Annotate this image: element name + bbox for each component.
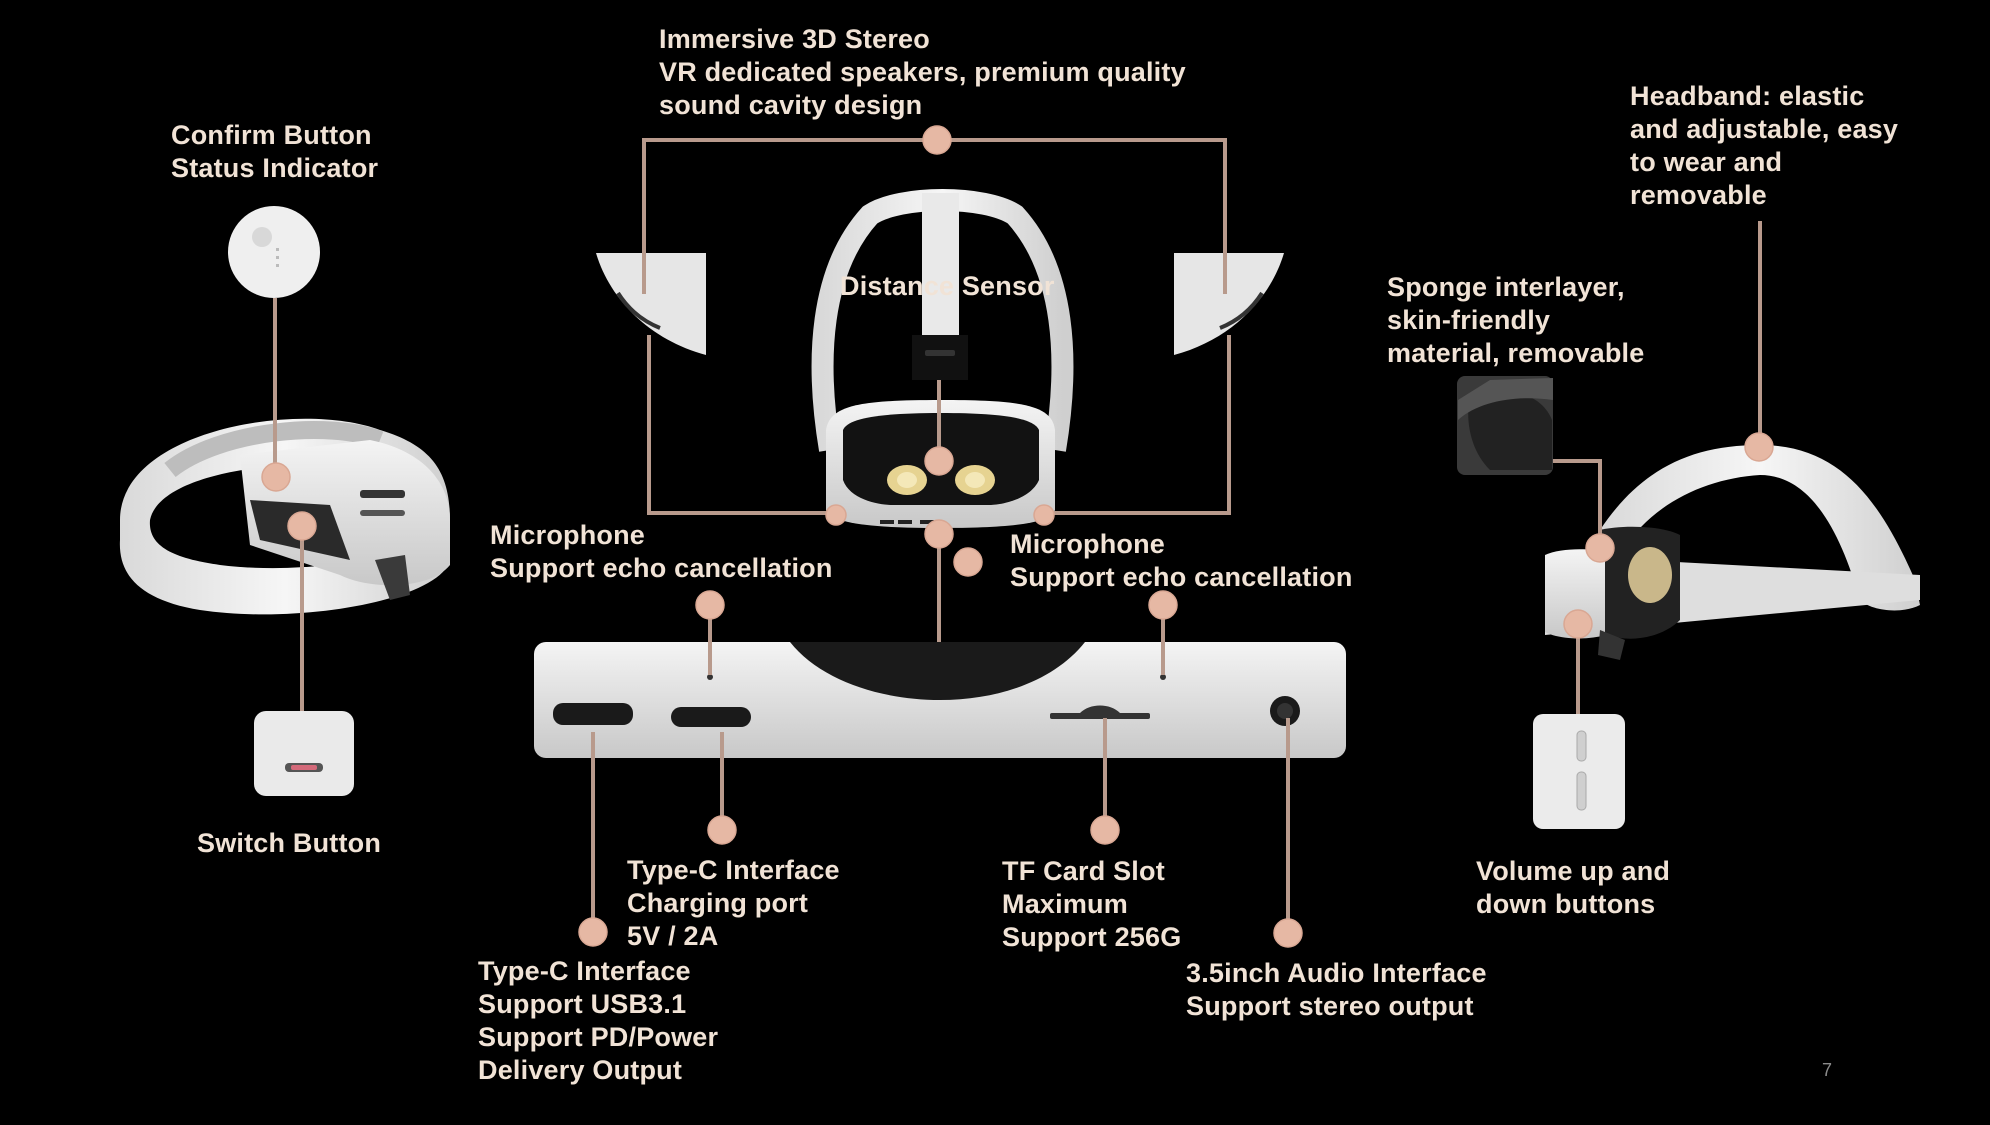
label-line: Support echo cancellation — [1010, 562, 1353, 592]
microphone-right-label: Microphone Support echo cancellation — [1010, 528, 1353, 594]
label-line: Charging port — [627, 888, 809, 918]
label-line: removable — [1630, 180, 1767, 210]
center-marker-2 — [953, 547, 983, 577]
typec-usb-marker — [578, 917, 608, 947]
sponge-label: Sponge interlayer, skin-friendly materia… — [1387, 271, 1644, 370]
speakers-label: Immersive 3D Stereo VR dedicated speaker… — [659, 23, 1186, 122]
label-line: Maximum — [1002, 889, 1128, 919]
mic-left-marker — [695, 590, 725, 620]
center-headset-image — [811, 189, 1074, 528]
tf-card-label: TF Card Slot Maximum Support 256G — [1002, 855, 1181, 954]
tfcard-marker — [1090, 815, 1120, 845]
label-line: skin-friendly — [1387, 305, 1551, 335]
label-line: VR dedicated speakers, premium quality — [659, 57, 1186, 87]
sponge-marker — [1585, 533, 1615, 563]
label-line: Support USB3.1 — [478, 989, 687, 1019]
headband-marker — [1744, 432, 1774, 462]
headband-label: Headband: elastic and adjustable, easy t… — [1630, 80, 1898, 212]
volume-buttons-closeup — [1533, 714, 1625, 829]
label-line: Support PD/Power — [478, 1022, 719, 1052]
label-line: Switch Button — [197, 828, 382, 858]
label-line: down buttons — [1476, 889, 1656, 919]
label-line: Type-C Interface — [478, 956, 691, 986]
confirm-button-marker — [261, 462, 291, 492]
microphone-left-label: Microphone Support echo cancellation — [490, 519, 833, 585]
confirm-button-closeup — [228, 206, 320, 298]
sponge-closeup — [1457, 376, 1553, 475]
switch-button-marker — [287, 511, 317, 541]
label-line: Support 256G — [1002, 922, 1182, 952]
label-line: Microphone — [1010, 529, 1165, 559]
typec-charge-marker — [707, 815, 737, 845]
label-line: and adjustable, easy — [1630, 114, 1899, 144]
label-line: material, removable — [1387, 338, 1645, 368]
volume-buttons-label: Volume up and down buttons — [1476, 855, 1670, 921]
distance-sensor-label: Distance Sensor — [840, 270, 1055, 303]
distance-sensor-marker — [924, 446, 954, 476]
left-headset-image — [119, 418, 450, 615]
label-line: 5V / 2A — [627, 921, 719, 951]
typec-usb-label: Type-C Interface Support USB3.1 Support … — [478, 955, 718, 1087]
label-line: to wear and — [1630, 147, 1783, 177]
typec-charging-label: Type-C Interface Charging port 5V / 2A — [627, 854, 840, 953]
label-line: Volume up and — [1476, 856, 1671, 886]
speakers-marker — [922, 125, 952, 155]
marker-dots — [261, 125, 1774, 948]
leader-lines — [273, 138, 1762, 933]
label-line: Support echo cancellation — [490, 553, 833, 583]
label-line: 3.5inch Audio Interface — [1186, 958, 1487, 988]
switch-button-label: Switch Button — [197, 827, 381, 860]
center-marker — [924, 519, 954, 549]
left-speaker-closeup — [596, 253, 706, 355]
volume-marker — [1563, 609, 1593, 639]
port-panel — [534, 642, 1346, 758]
audio-interface-label: 3.5inch Audio Interface Support stereo o… — [1186, 957, 1487, 1023]
label-line: Sponge interlayer, — [1387, 272, 1625, 302]
label-line: Microphone — [490, 520, 645, 550]
mic-left-marker-top — [825, 504, 847, 526]
mic-right-marker — [1148, 590, 1178, 620]
label-line: Type-C Interface — [627, 855, 840, 885]
confirm-button-label: Confirm Button Status Indicator — [171, 119, 378, 185]
page-number: 7 — [1822, 1060, 1833, 1080]
right-headset-image — [1545, 445, 1920, 660]
switch-button-closeup — [254, 711, 354, 796]
label-line: Headband: elastic — [1630, 81, 1865, 111]
right-speaker-closeup — [1174, 253, 1284, 355]
label-line: Support stereo output — [1186, 991, 1474, 1021]
mic-right-marker-top — [1033, 504, 1055, 526]
label-line: Status Indicator — [171, 153, 379, 183]
label-line: Confirm Button — [171, 120, 372, 150]
label-line: sound cavity design — [659, 90, 923, 120]
label-line: Immersive 3D Stereo — [659, 24, 930, 54]
label-line: Delivery Output — [478, 1055, 683, 1085]
audio-marker — [1273, 918, 1303, 948]
label-line: Distance Sensor — [840, 271, 1055, 301]
label-line: TF Card Slot — [1002, 856, 1165, 886]
